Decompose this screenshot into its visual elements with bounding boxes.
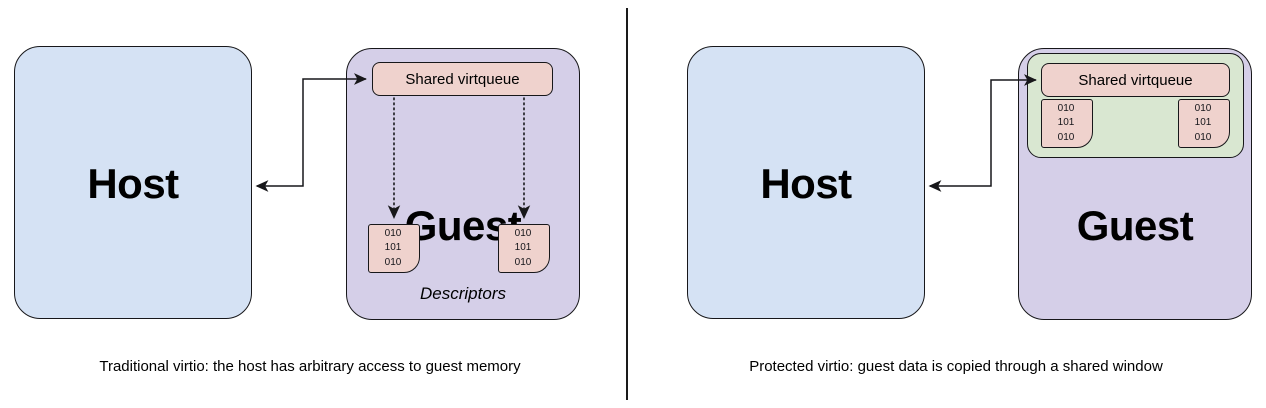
descriptor-line: 010 [1194, 102, 1212, 114]
descriptors-caption: Descriptors [420, 284, 506, 303]
descriptor-line: 010 [514, 256, 532, 268]
descriptor-line: 010 [1057, 131, 1075, 143]
descriptor-line: 010 [1057, 102, 1075, 114]
descriptor-line: 010 [384, 256, 402, 268]
shared-virtqueue-label: Shared virtqueue [1078, 71, 1193, 89]
vertical-divider [626, 8, 628, 400]
descriptor-line: 010 [514, 227, 532, 239]
panel-caption-protected: Protected virtio: guest data is copied t… [749, 358, 1163, 375]
shared-virtqueue-protected[interactable]: Shared virtqueue [1041, 63, 1230, 97]
descriptor-box[interactable]: 010 101 010 [498, 224, 550, 273]
descriptor-line: 101 [514, 242, 532, 254]
descriptor-box[interactable]: 010 101 010 [368, 224, 420, 273]
descriptor-line: 010 [1194, 131, 1212, 143]
descriptor-box[interactable]: 010 101 010 [1041, 99, 1093, 148]
shared-virtqueue-label: Shared virtqueue [405, 70, 520, 88]
host-box-protected: Host [687, 46, 925, 319]
panel-caption-traditional: Traditional virtio: the host has arbitra… [99, 358, 521, 375]
guest-label: Guest [1076, 202, 1194, 249]
shared-virtqueue-traditional[interactable]: Shared virtqueue [372, 62, 553, 96]
host-box-traditional: Host [14, 46, 252, 319]
descriptor-line: 010 [384, 227, 402, 239]
descriptor-line: 101 [1057, 117, 1075, 129]
descriptor-line: 101 [384, 242, 402, 254]
descriptor-box[interactable]: 010 101 010 [1178, 99, 1230, 148]
descriptor-line: 101 [1194, 117, 1212, 129]
host-label: Host [760, 160, 852, 207]
host-label: Host [87, 160, 179, 207]
